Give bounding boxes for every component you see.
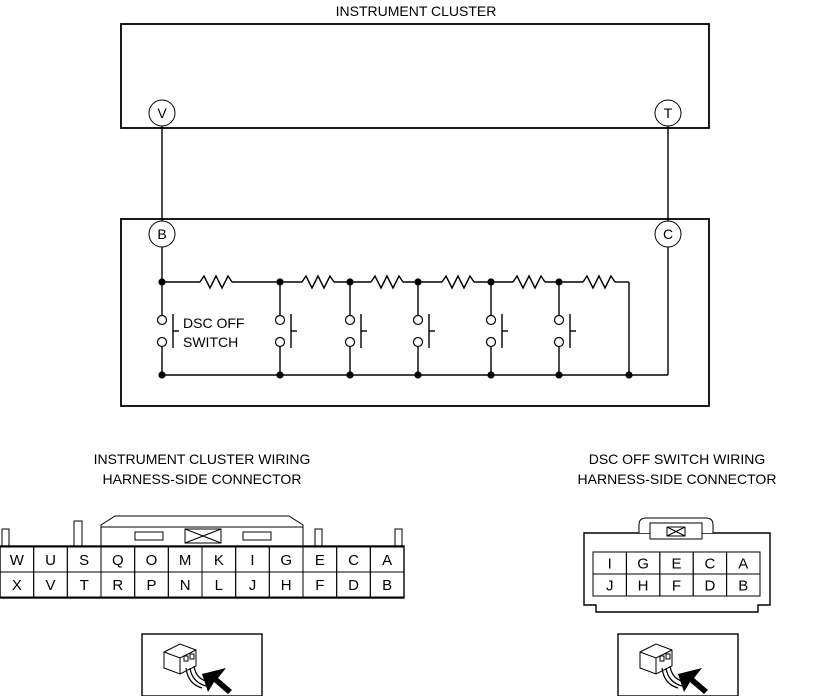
switch-connector-grid: I G E C A J H F D B	[592, 551, 761, 597]
switch-group	[156, 278, 633, 379]
junction-dot	[414, 278, 422, 286]
cluster-connector-pin-label: I	[250, 552, 254, 569]
cluster-connector-pin-label: Q	[112, 552, 124, 569]
cluster-connector-pin-label: G	[280, 552, 292, 569]
cluster-connector-pin-cell	[369, 571, 405, 598]
cluster-pin-v-label: V	[157, 105, 167, 121]
switch-connector-pin-label: H	[638, 578, 649, 595]
cluster-title: INSTRUMENT CLUSTER	[336, 3, 497, 19]
connector-view-icon	[141, 633, 263, 696]
switch-connector-title-line1: DSC OFF SWITCH WIRING	[589, 451, 766, 467]
cluster-connector-pin-label: P	[146, 577, 156, 594]
junction-dot	[487, 371, 495, 379]
switch-connector-pin-label: C	[704, 556, 715, 573]
junction-dot	[487, 278, 495, 286]
junction-dot	[276, 371, 284, 379]
cluster-connector-pin-label: E	[315, 552, 325, 569]
resistor	[301, 274, 335, 290]
cluster-connector-pin-label: H	[281, 577, 292, 594]
junction-dot	[555, 371, 563, 379]
junction-dot	[276, 278, 284, 286]
push-switch	[485, 282, 508, 375]
switch-connector-pin-label: I	[608, 556, 612, 573]
switch-connector	[583, 517, 771, 613]
resistor	[512, 274, 546, 290]
push-switch	[156, 282, 179, 375]
push-switch	[274, 282, 297, 375]
push-switch	[553, 282, 576, 375]
switch-pin-c-label: C	[663, 226, 673, 242]
switch-label-line2: SWITCH	[183, 334, 238, 350]
cluster-connector-pin-label: N	[180, 577, 191, 594]
resistor	[582, 274, 616, 290]
cluster-connector-pin-label: R	[112, 577, 123, 594]
cluster-connector-pin-label: F	[315, 577, 324, 594]
junction-dot	[625, 371, 633, 379]
switch-connector-pin-cell	[726, 573, 761, 597]
connector-view-icon	[617, 633, 739, 696]
cluster-connector-pin-label: J	[249, 577, 257, 594]
switch-box	[120, 218, 710, 407]
junction-dot	[414, 371, 422, 379]
switch-label-line1: DSC OFF	[183, 315, 244, 331]
push-switch	[344, 282, 367, 375]
switch-circuit	[161, 247, 669, 376]
cluster-box	[120, 23, 710, 129]
cluster-connector-pin-label: A	[382, 552, 392, 569]
switch-connector-pin-label: D	[704, 578, 715, 595]
junction-dot	[346, 371, 354, 379]
switch-connector-pin-label: G	[637, 556, 649, 573]
switch-connector-pin-label: B	[738, 578, 748, 595]
cluster-connector-pin-label: M	[179, 552, 192, 569]
resistor	[199, 274, 233, 290]
junction-dot	[158, 278, 166, 286]
junction-dot	[555, 278, 563, 286]
cluster-connector-pin-label: U	[45, 552, 56, 569]
cluster-connector-pin-label: B	[382, 577, 392, 594]
switch-connector-pin-label: A	[738, 556, 748, 573]
junction-dot	[158, 371, 166, 379]
cluster-connector-pin-label: D	[348, 577, 359, 594]
cluster-connector-pin-label: V	[45, 577, 55, 594]
cluster-connector-pin-label: C	[348, 552, 359, 569]
push-switch	[412, 282, 435, 375]
resistor	[441, 274, 475, 290]
cluster-connector-pin-label: K	[214, 552, 224, 569]
cluster-connector-pin-label: L	[215, 577, 223, 594]
switch-connector-title-line2: HARNESS-SIDE CONNECTOR	[578, 471, 777, 487]
junction-dot	[346, 278, 354, 286]
switch-connector-pin-label: F	[672, 578, 681, 595]
switch-connector-pin-label: E	[671, 556, 681, 573]
cluster-connector-pin-label: O	[146, 552, 158, 569]
cluster-connector-title-line2: HARNESS-SIDE CONNECTOR	[103, 471, 302, 487]
switch-connector-pin-label: J	[606, 578, 614, 595]
resistor	[370, 274, 404, 290]
cluster-connector-grid: W U S Q O M K I G E C A X V T R P N L J H F D B	[0, 546, 405, 598]
cluster-connector-pin-label: X	[12, 577, 22, 594]
switch-pin-b-label: B	[157, 226, 166, 242]
cluster-connector-pin-label: W	[10, 552, 25, 569]
cluster-connector-title-line1: INSTRUMENT CLUSTER WIRING	[94, 451, 311, 467]
cluster-connector-pin-label: T	[80, 577, 89, 594]
cluster-pin-t-label: T	[664, 105, 673, 121]
cluster-connector-pin-label: S	[79, 552, 89, 569]
